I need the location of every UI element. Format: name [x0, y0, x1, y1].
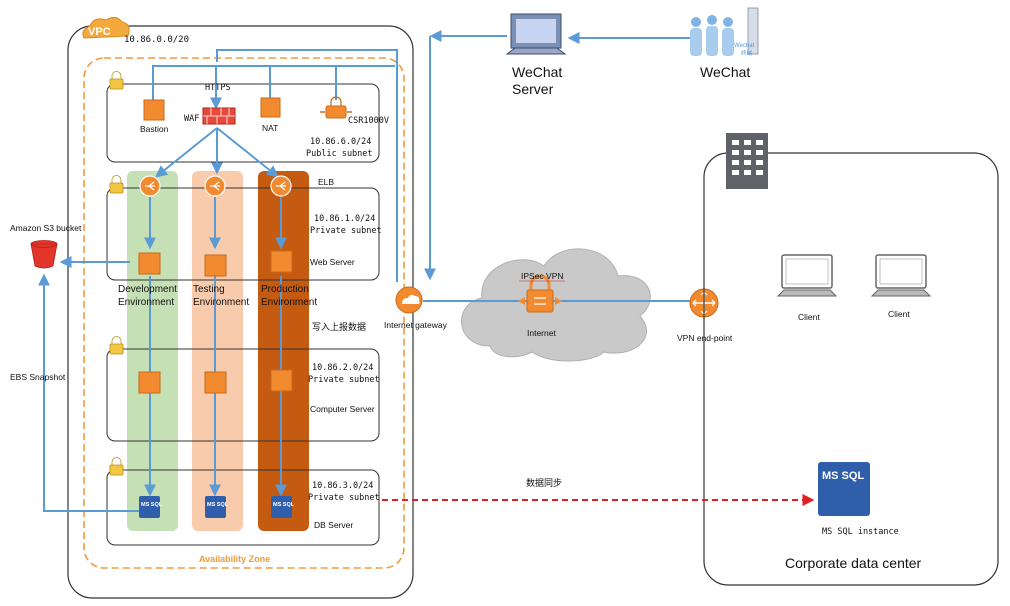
- web-subnet-name: Private subnet: [310, 226, 382, 236]
- ebs-snapshot-label: EBS Snapshot: [10, 372, 66, 382]
- elb-icon: [270, 175, 292, 197]
- db-subnet-name: Private subnet: [308, 493, 380, 503]
- s3-bucket-label: Amazon S3 bucket: [10, 223, 82, 233]
- db-subnet-cidr: 10.86.3.0/24: [312, 481, 373, 491]
- https-routing-lines: [152, 49, 398, 282]
- corporate-datacenter-label: Corporate data center: [785, 555, 922, 571]
- client-label: Client: [888, 309, 910, 319]
- waf-firewall-icon: [202, 107, 236, 125]
- s3-bucket-icon: [30, 240, 58, 269]
- wechat-logo-text: Wechat: [734, 43, 755, 49]
- prod-environment-band: [258, 171, 309, 531]
- lock-icon: [109, 71, 124, 90]
- waf-label: WAF: [184, 114, 199, 124]
- internet-label: Internet: [527, 328, 556, 338]
- mssql-db-icon: MS SQL: [139, 496, 163, 518]
- https-label: HTTPS: [205, 83, 231, 93]
- public-subnet-name: Public subnet: [306, 149, 373, 159]
- wechat-server-label-line1: WeChat: [512, 64, 562, 80]
- test-env-label-line2: Environment: [193, 297, 249, 308]
- internet-gateway-label: Internet gateway: [384, 320, 448, 330]
- data-sync-label: 数据同步: [526, 477, 562, 489]
- mssql-db-label: MS SQL: [273, 502, 295, 508]
- web-subnet-cidr: 10.86.1.0/24: [314, 214, 375, 224]
- prod-env-label-line1: Production: [261, 284, 309, 295]
- availability-zone-boundary: [83, 57, 405, 569]
- compute-server-icon: [270, 369, 293, 392]
- internet-gateway-icon: [395, 286, 423, 314]
- client-label: Client: [798, 312, 820, 322]
- mssql-instance-icon: [818, 462, 870, 516]
- bastion-label: Bastion: [140, 124, 169, 134]
- public-subnet-box: [106, 83, 380, 163]
- internet-cloud-shape: [460, 248, 651, 362]
- corporate-datacenter-boundary: [703, 152, 999, 586]
- vpc-cidr: 10.86.0.0/20: [124, 35, 189, 45]
- web-server-label: Web Server: [310, 257, 355, 267]
- elb-icon: [139, 175, 161, 197]
- csr1000v-router-icon: [320, 96, 352, 119]
- mssql-db-icon: MS SQL: [271, 496, 295, 518]
- compute-subnet-box: [106, 348, 380, 442]
- lock-icon: [109, 175, 124, 194]
- db-subnet-box: [106, 469, 380, 546]
- lock-icon: [109, 336, 124, 355]
- web-subnet-box: [106, 187, 380, 281]
- wechat-server-label-line2: Server: [512, 81, 554, 97]
- dev-env-label-line1: Development: [118, 284, 177, 295]
- ipsec-vpn-label: IPSec VPN: [521, 271, 564, 281]
- public-subnet-cidr: 10.86.6.0/24: [310, 137, 371, 147]
- web-server-icon: [204, 254, 227, 277]
- elb-icon: [204, 175, 226, 197]
- web-server-icon: [138, 252, 161, 275]
- wechat-server-monitor-icon: [505, 13, 567, 55]
- prod-env-label-line2: Environment: [261, 297, 317, 308]
- elb-label: ELB: [318, 177, 334, 187]
- wechat-logo-sub: 终端: [741, 49, 753, 57]
- mssql-db-label: MS SQL: [141, 502, 163, 508]
- vpc-badge-label: VPC: [88, 26, 111, 38]
- ebs-snapshot-line: [38, 273, 139, 512]
- client-computer-icon: [776, 254, 838, 297]
- dev-env-label-line2: Environment: [118, 297, 174, 308]
- compute-server-label: Computer Server: [310, 404, 375, 414]
- wechat-user-label: WeChat: [700, 64, 750, 80]
- bastion-icon: [143, 99, 165, 121]
- waf-to-elb-lines: [155, 127, 279, 178]
- web-server-icon: [270, 250, 293, 273]
- ipsec-vpn-lock-icon: [518, 274, 562, 313]
- vpn-endpoint-label: VPN end-point: [677, 333, 733, 343]
- nat-label: NAT: [262, 123, 278, 133]
- compute-server-icon: [204, 371, 227, 394]
- test-env-label-line1: Testing: [193, 284, 225, 295]
- client-computer-icon: [870, 254, 932, 297]
- compute-server-icon: [138, 371, 161, 394]
- db-server-label: DB Server: [314, 520, 353, 530]
- write-report-data-note: 写入上报数据: [312, 321, 366, 333]
- mssql-instance-label: MS SQL instance: [822, 527, 899, 537]
- availability-zone-label: Availability Zone: [199, 554, 270, 564]
- mssql-instance-badge: MS SQL: [822, 470, 864, 482]
- dev-environment-band: [127, 171, 178, 531]
- datacenter-building-icon: [726, 133, 768, 189]
- test-environment-band: [192, 171, 243, 531]
- vpc-cloud-badge: [82, 16, 130, 39]
- compute-subnet-cidr: 10.86.2.0/24: [312, 363, 373, 373]
- mssql-db-label: MS SQL: [207, 502, 229, 508]
- wechat-users-icon: Wechat 终端: [690, 7, 759, 57]
- nat-icon: [260, 97, 281, 118]
- csr-label: CSR1000V: [348, 116, 389, 126]
- mssql-db-icon: MS SQL: [205, 496, 229, 518]
- compute-subnet-name: Private subnet: [308, 375, 380, 385]
- lock-icon: [109, 457, 124, 476]
